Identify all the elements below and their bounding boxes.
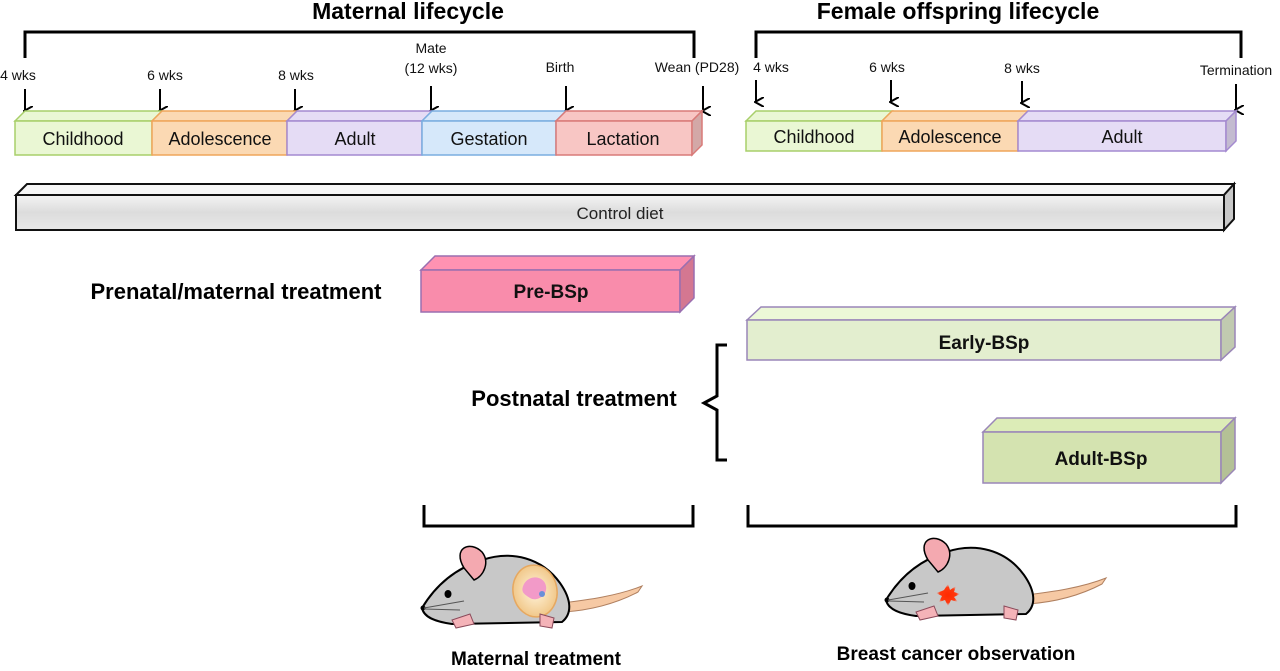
prenatal-treatment-label: Prenatal/maternal treatment <box>91 279 383 304</box>
offspring-lifecycle-title: Female offspring lifecycle <box>817 0 1099 24</box>
breast-cancer-observation-caption: Breast cancer observation <box>837 644 1076 665</box>
pregnant-mouse-icon <box>420 545 644 629</box>
tumor-mouse-icon <box>884 537 1108 621</box>
marker-label: 8 wks <box>1004 60 1040 76</box>
marker-label: Mate <box>415 40 446 56</box>
maternal-markers: 4 wks 6 wks 8 wks Mate (12 wks) Birth We… <box>0 40 739 111</box>
control-diet-label: Control diet <box>577 204 664 223</box>
marker-label: Wean (PD28) <box>655 59 740 75</box>
marker-label: 4 wks <box>0 67 36 83</box>
marker-label: (12 wks) <box>405 60 458 76</box>
marker-label: 6 wks <box>147 67 183 83</box>
pre-bsp-bar: Pre-BSp <box>419 254 696 314</box>
stage-label: Childhood <box>42 129 123 149</box>
control-diet-bar: Control diet <box>13 181 1237 233</box>
pre-bsp-label: Pre-BSp <box>514 282 589 303</box>
stage-label: Adult <box>1101 127 1142 147</box>
stage-adolescence: Adolescence <box>880 110 1030 152</box>
stage-label: Adolescence <box>898 127 1001 147</box>
stage-label: Adolescence <box>168 129 271 149</box>
adult-bsp-bar: Adult-BSp <box>981 416 1237 485</box>
early-bsp-bar: Early-BSp <box>745 305 1237 362</box>
stage-childhood: Childhood <box>744 110 894 152</box>
marker-label: Birth <box>546 59 575 75</box>
observation-bracket <box>746 505 1238 528</box>
maternal-stage-bar: Childhood Adolescence Adult Gestation La… <box>13 109 704 157</box>
maternal-treatment-bracket <box>422 505 695 528</box>
stage-label: Childhood <box>773 127 854 147</box>
stage-childhood: Childhood <box>13 110 164 156</box>
marker-label: 8 wks <box>278 67 314 83</box>
stage-gestation: Gestation <box>420 110 568 156</box>
offspring-markers: 4 wks 6 wks 8 wks Termination <box>753 59 1272 110</box>
stage-adult: Adult <box>1016 109 1238 153</box>
early-bsp-label: Early-BSp <box>939 333 1030 354</box>
stage-label: Lactation <box>586 129 659 149</box>
stage-label: Adult <box>334 129 375 149</box>
marker-label: 6 wks <box>869 59 905 75</box>
stage-lactation: Lactation <box>554 109 704 157</box>
offspring-bracket <box>754 30 1243 58</box>
postnatal-brace <box>700 343 727 462</box>
stage-adolescence: Adolescence <box>150 110 299 156</box>
offspring-stage-bar: Childhood Adolescence Adult <box>744 109 1238 153</box>
marker-label: 4 wks <box>753 59 789 75</box>
maternal-bracket <box>23 30 696 58</box>
stage-label: Gestation <box>450 129 527 149</box>
marker-label: Termination <box>1200 62 1272 78</box>
tumor-icon <box>936 584 960 606</box>
maternal-treatment-caption: Maternal treatment <box>451 649 622 670</box>
maternal-lifecycle-title: Maternal lifecycle <box>312 0 504 24</box>
adult-bsp-label: Adult-BSp <box>1055 449 1148 470</box>
postnatal-treatment-label: Postnatal treatment <box>471 386 677 411</box>
stage-adult: Adult <box>285 110 434 156</box>
